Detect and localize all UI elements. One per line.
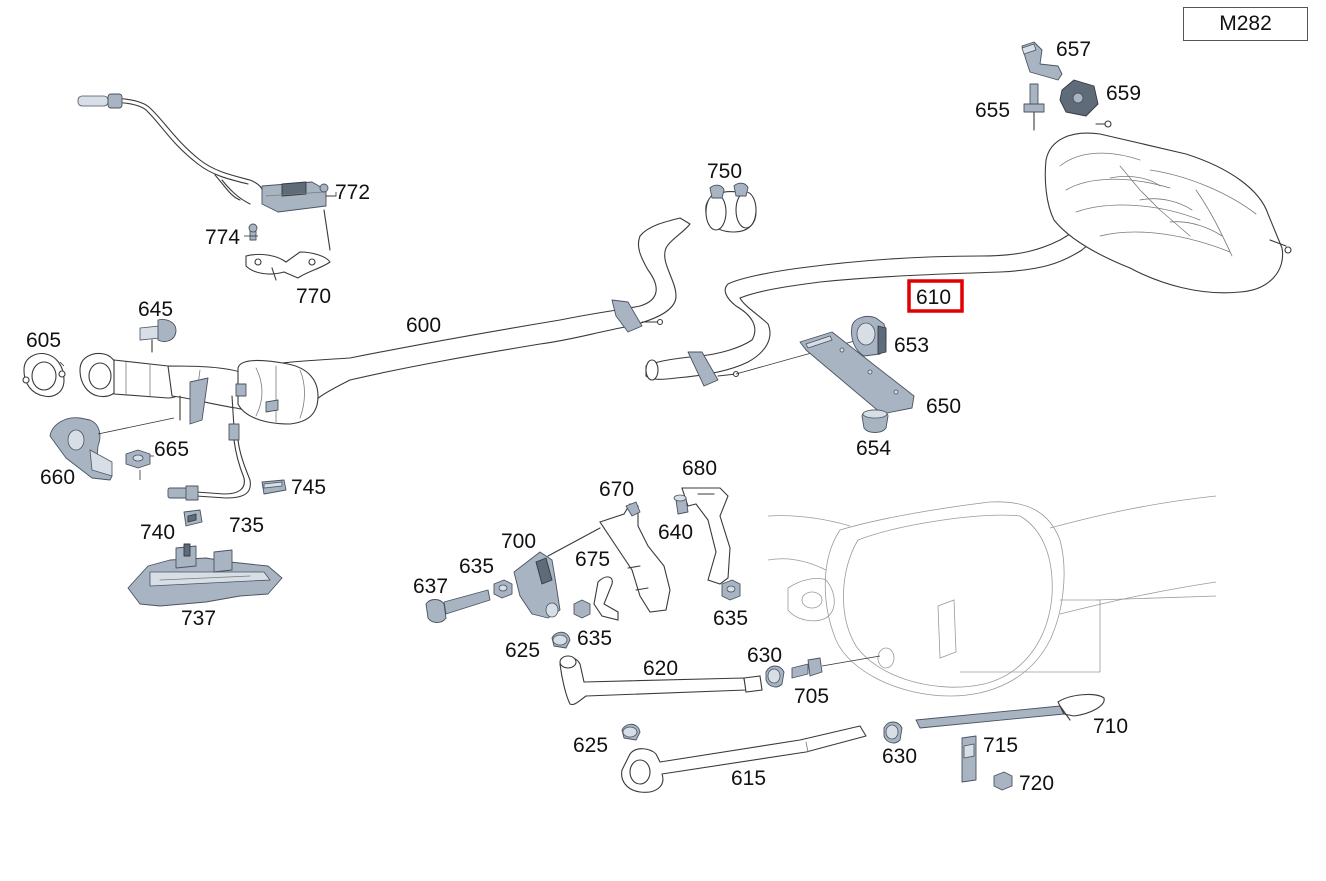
label-735: 735 (229, 514, 264, 537)
label-715: 715 (983, 734, 1018, 757)
label-700: 700 (501, 530, 536, 553)
clamp-750 (705, 182, 757, 233)
label-630-lower: 630 (882, 745, 917, 768)
model-code: M282 (1219, 12, 1272, 35)
label-665: 665 (154, 438, 189, 461)
label-645: 645 (138, 298, 173, 321)
label-720: 720 (1019, 772, 1054, 795)
label-657: 657 (1056, 38, 1091, 61)
label-737: 737 (181, 607, 216, 630)
label-659: 659 (1106, 82, 1141, 105)
label-710: 710 (1093, 715, 1128, 738)
bracket-737 (127, 543, 283, 607)
label-740: 740 (140, 521, 175, 544)
sensor-harness-group (77, 93, 337, 281)
label-605: 605 (26, 329, 61, 352)
highlight-box-610 (907, 279, 964, 313)
label-625-lower: 625 (573, 734, 608, 757)
label-653: 653 (894, 334, 929, 357)
label-615: 615 (731, 767, 766, 790)
dpf-body-background (767, 495, 1217, 697)
label-680: 680 (682, 457, 717, 480)
part-labels: 772 774 770 645 605 600 750 657 659 655 … (26, 38, 1141, 795)
label-625-upper: 625 (505, 639, 540, 662)
label-660: 660 (40, 466, 75, 489)
label-770: 770 (296, 285, 331, 308)
label-670: 670 (599, 478, 634, 501)
label-650: 650 (926, 395, 961, 418)
label-637: 637 (413, 575, 448, 598)
label-610: 610 (916, 286, 951, 309)
label-630-upper: 630 (747, 644, 782, 667)
label-705: 705 (794, 685, 829, 708)
label-745: 745 (291, 476, 326, 499)
model-code-box: M282 (1183, 7, 1308, 41)
rear-silencer-group (1021, 41, 1292, 294)
label-600: 600 (406, 314, 441, 337)
label-774: 774 (205, 226, 240, 249)
lower-pipes-group (551, 631, 1105, 793)
label-675: 675 (575, 548, 610, 571)
label-750: 750 (707, 160, 742, 183)
label-635-left: 635 (459, 555, 494, 578)
label-654: 654 (856, 437, 891, 460)
bracket-650-group (799, 315, 915, 433)
leader-lines (59, 192, 337, 480)
front-converter-group (22, 319, 261, 481)
label-655: 655 (975, 99, 1010, 122)
label-635-mid: 635 (577, 627, 612, 650)
label-635-right: 635 (713, 607, 748, 630)
label-772: 772 (335, 181, 370, 204)
lower-hardware-group (425, 487, 741, 623)
label-640: 640 (658, 521, 693, 544)
main-pipe-600 (167, 217, 691, 527)
label-620: 620 (643, 657, 678, 680)
